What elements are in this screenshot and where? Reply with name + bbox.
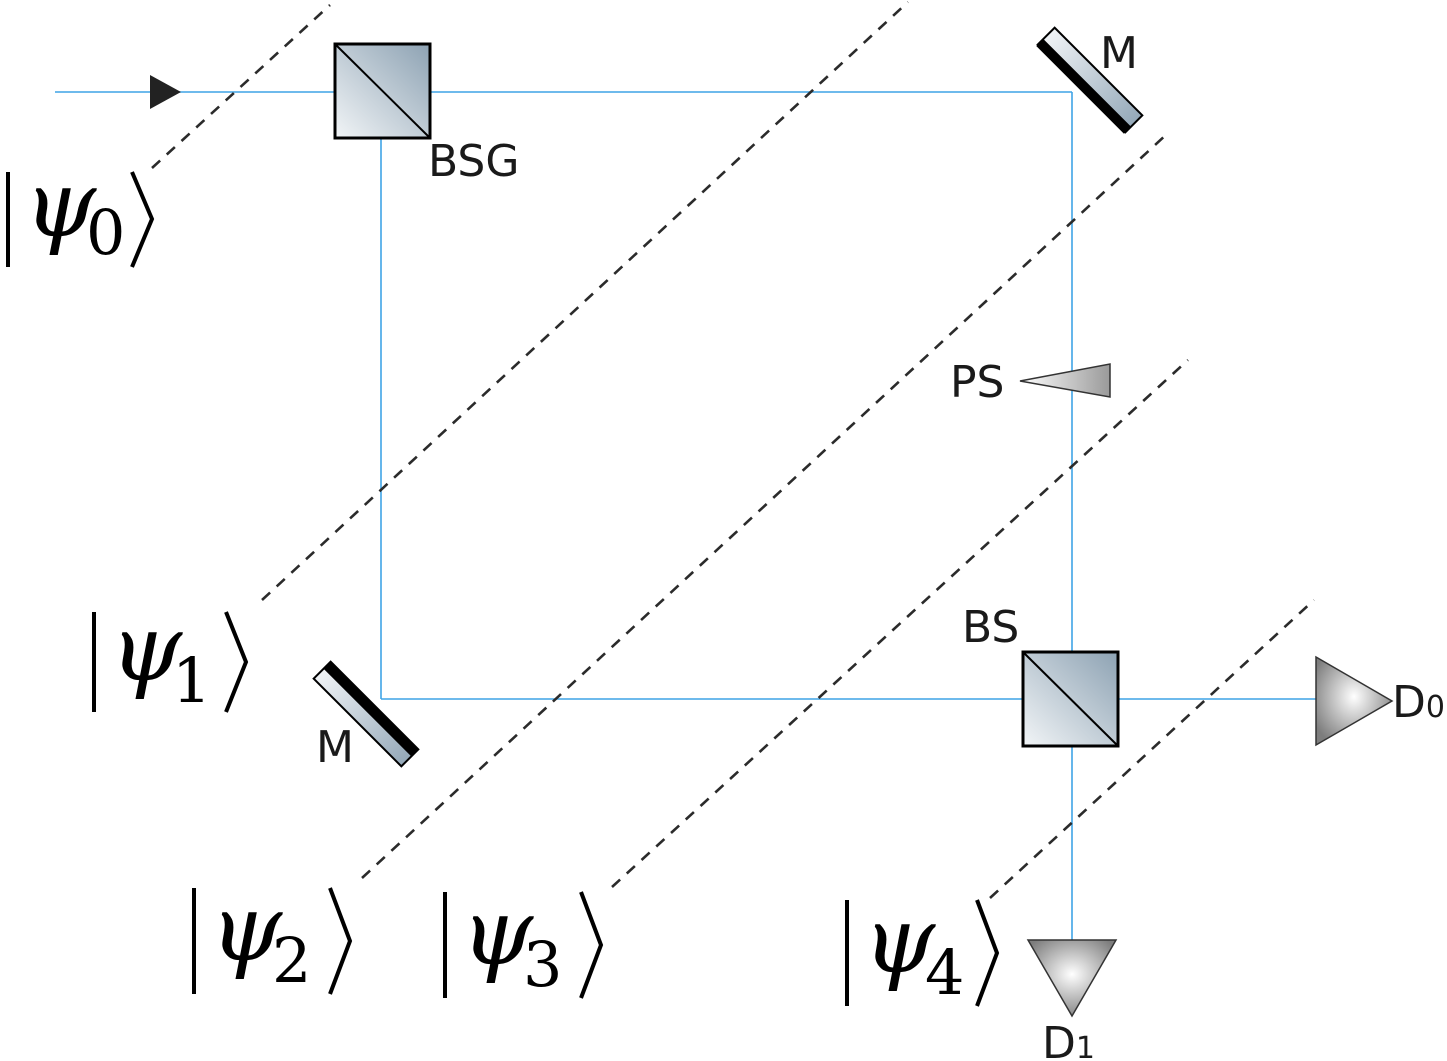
ket-psi-4-symbol: ψ [863, 887, 936, 994]
ket-psi-3-symbol: ψ [461, 879, 534, 986]
mirror-top-right [1036, 26, 1144, 134]
ket-psi-0-symbol: ψ [24, 151, 97, 258]
ket-psi-2: ψ 2 [192, 875, 353, 997]
ket-psi-2-index: 2 [272, 924, 311, 997]
state-cut-lines [151, 1, 1315, 899]
ket-psi-1: ψ 1 [92, 595, 249, 717]
ket-psi-3: ψ 3 [443, 879, 604, 1001]
ket-psi-1-symbol: ψ [110, 595, 183, 702]
detector-d0-index: 0 [1426, 690, 1445, 725]
detector-d1-index: 1 [1076, 1031, 1095, 1061]
bsg-label: BSG [428, 136, 519, 187]
ket-psi-4-index: 4 [925, 936, 964, 1009]
mirror-bottom-left [312, 660, 420, 768]
ket-psi-0: ψ 0 [6, 151, 155, 269]
detector-d0-icon [1315, 655, 1394, 747]
beam-paths [55, 91, 1318, 942]
detector-d1-letter: D [1042, 1018, 1076, 1061]
input-arrow-icon [150, 75, 181, 109]
detector-d1-icon [1026, 939, 1118, 1018]
detector-d1-label: D1 [1042, 1018, 1095, 1061]
beam-splitter-bsg [333, 42, 432, 140]
bs-label: BS [962, 602, 1019, 653]
mirror-bottom-label: M [316, 722, 354, 773]
detector-d0-label: D0 [1392, 677, 1445, 728]
detector-d0-letter: D [1392, 677, 1426, 728]
beam-splitter-bs [1021, 650, 1120, 748]
ket-psi-4: ψ 4 [845, 887, 1000, 1009]
mirror-top-label: M [1100, 28, 1138, 79]
ket-psi-2-symbol: ψ [210, 875, 283, 982]
ket-psi-0-index: 0 [86, 196, 125, 269]
ps-label: PS [950, 357, 1004, 408]
cut-line-3 [611, 359, 1189, 888]
cut-line-1 [261, 1, 909, 601]
cut-line-4 [989, 599, 1315, 899]
cut-line-2 [361, 132, 1169, 879]
phase-shifter [1019, 363, 1111, 398]
ket-psi-1-index: 1 [172, 644, 211, 717]
ket-psi-3-index: 3 [523, 928, 562, 1001]
cut-line-0 [151, 4, 331, 169]
